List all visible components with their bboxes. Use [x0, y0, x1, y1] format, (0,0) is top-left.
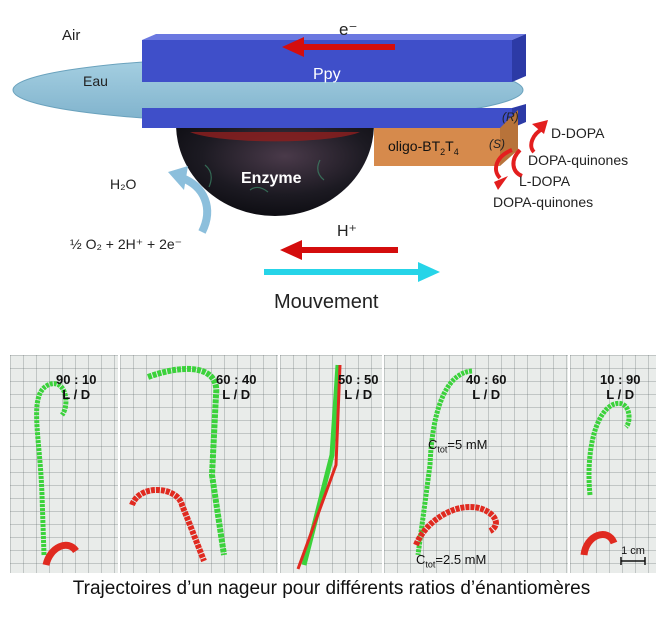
ratio-ld-1: L / D	[62, 387, 91, 402]
oligo-text: oligo-BT	[388, 138, 441, 154]
scale-label: 1 cm	[621, 545, 645, 557]
swimmer-schematic	[12, 34, 548, 282]
ratio-value-4: 40 : 60	[466, 372, 507, 387]
ratio-label-3: 50 : 50 L / D	[338, 372, 378, 402]
enzyme-label: Enzyme	[241, 170, 302, 187]
oligo-block	[374, 128, 500, 166]
ratio-label-4: 40 : 60 L / D	[466, 372, 506, 402]
enzyme-body	[176, 124, 374, 216]
ratio-ld-2: L / D	[222, 387, 251, 402]
ratio-label-1: 90 : 10 L / D	[56, 372, 96, 402]
ratio-value-2: 60 : 40	[216, 372, 257, 387]
oligo-sub-2: 4	[453, 146, 459, 157]
air-label: Air	[62, 27, 81, 44]
water-reaction-arrow	[180, 174, 212, 234]
ratio-ld-4: L / D	[472, 387, 501, 402]
ppy-slab-lower	[142, 108, 512, 128]
l-dopa-arrow	[494, 148, 513, 180]
ratio-value-3: 50 : 50	[338, 372, 379, 387]
dopa-quinones-label-1: DOPA-quinones	[528, 152, 629, 168]
ratio-value-1: 90 : 10	[56, 372, 97, 387]
concentration-high-label: Ctot=5 mM	[428, 437, 488, 455]
trajectory-panel-2	[120, 355, 280, 573]
s-label: (S)	[489, 137, 505, 151]
ratio-label-5: 10 : 90 L / D	[600, 372, 640, 402]
figure-caption: Trajectoires d’un nageur pour différents…	[72, 578, 591, 599]
ratio-ld-5: L / D	[606, 387, 635, 402]
oligo-label: oligo-BT2T4	[388, 138, 459, 157]
dopa-quinones-label-2: DOPA-quinones	[493, 194, 594, 210]
r-label: (R)	[502, 110, 519, 124]
oligo-t: T	[445, 138, 454, 154]
proton-label: H⁺	[337, 223, 357, 240]
ratio-label-2: 60 : 40 L / D	[216, 372, 256, 402]
reaction-label: ½ O₂ + 2H⁺ + 2e⁻	[70, 236, 183, 252]
oligo-sub-1: 2	[440, 146, 446, 157]
trajectory-panel-3	[280, 355, 384, 573]
l-dopa-label: L-DOPA	[519, 173, 571, 189]
ctot-high-prefix: C	[428, 437, 438, 452]
ratio-value-5: 10 : 90	[600, 372, 641, 387]
electron-arrow	[282, 37, 304, 57]
ratio-ld-3: L / D	[344, 387, 373, 402]
ctot-high-sub: tot	[437, 444, 448, 455]
trajectory-panel-5	[570, 355, 656, 573]
ctot-low-sub: tot	[425, 559, 436, 570]
ctot-low-prefix: C	[416, 552, 426, 567]
scale-bar: 1 cm	[617, 545, 649, 565]
d-dopa-label: D-DOPA	[551, 125, 605, 141]
ctot-high-value: =5 mM	[447, 437, 488, 452]
electron-label: e⁻	[339, 20, 358, 39]
concentration-low-label: Ctot=2.5 mM	[416, 552, 486, 570]
h2o-label: H₂O	[110, 176, 137, 192]
trajectory-panel-4	[384, 355, 570, 573]
ppy-label: Ppy	[313, 66, 341, 83]
proton-arrow	[280, 240, 302, 260]
ctot-low-value: =2.5 mM	[435, 552, 487, 567]
trajectory-panel-1	[10, 355, 120, 573]
water-label: Eau	[83, 73, 108, 89]
movement-arrow	[418, 262, 440, 282]
movement-label: Mouvement	[274, 291, 379, 313]
